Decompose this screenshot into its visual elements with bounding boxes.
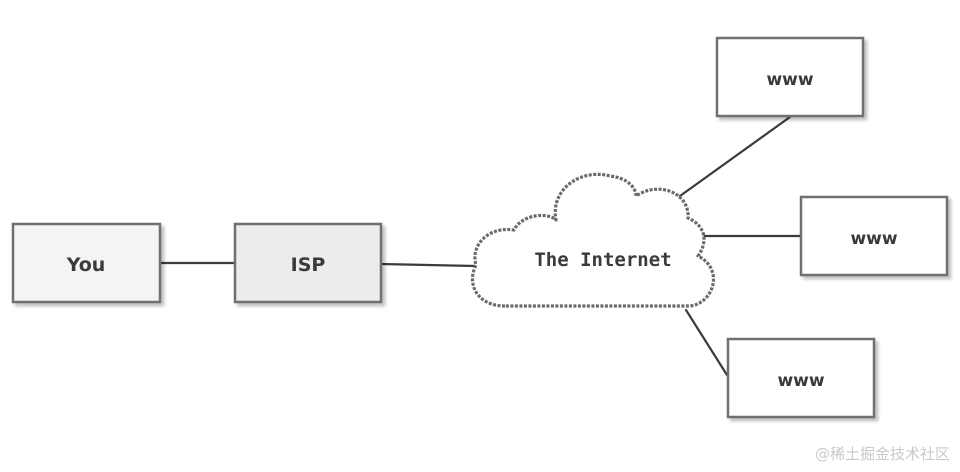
- watermark: @稀土掘金技术社区: [814, 445, 950, 463]
- node-www-bottom-label: www: [777, 371, 824, 391]
- node-you-label: You: [66, 254, 106, 276]
- node-you[interactable]: You: [11, 222, 162, 304]
- node-www-middle[interactable]: www: [799, 195, 949, 277]
- node-isp-label: ISP: [291, 254, 326, 276]
- connector-lines: [158, 115, 802, 377]
- node-isp[interactable]: ISP: [233, 222, 383, 304]
- edge-isp-internet: [379, 262, 477, 268]
- node-you-box: [11, 222, 162, 304]
- node-www-top-label: www: [766, 70, 813, 90]
- node-internet[interactable]: The Internet: [470, 172, 716, 308]
- edge-internet-www-top: [678, 115, 792, 198]
- node-isp-box: [233, 222, 383, 304]
- node-www-middle-label: www: [850, 229, 897, 249]
- internet-label: The Internet: [534, 249, 671, 271]
- node-www-bottom[interactable]: www: [726, 337, 876, 419]
- node-www-top[interactable]: www: [715, 36, 865, 118]
- edge-internet-www-bottom: [684, 308, 729, 377]
- internet-cloud-shape: [470, 172, 716, 308]
- node-www-top-box: [715, 36, 865, 118]
- node-www-middle-box: [799, 195, 949, 277]
- node-www-bottom-box: [726, 337, 876, 419]
